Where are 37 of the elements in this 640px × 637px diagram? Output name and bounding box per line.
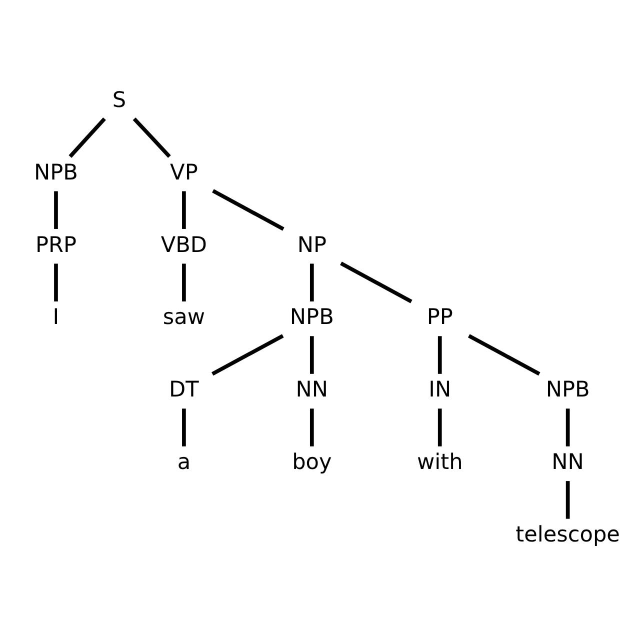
connector (132, 117, 171, 158)
connector (54, 264, 58, 302)
node-text: PRP (35, 232, 77, 258)
node-text: saw (162, 305, 206, 330)
node-text: NPB (290, 305, 334, 330)
node-text: S (112, 88, 126, 113)
node-text: NP (297, 232, 326, 258)
node-text: telescope (516, 522, 620, 548)
connector (212, 189, 284, 231)
connector (438, 408, 442, 446)
connector (310, 264, 314, 302)
node-text: NN (552, 450, 584, 476)
node-text: I (52, 305, 60, 330)
connector (310, 336, 314, 374)
connector (212, 334, 284, 376)
connector (566, 408, 570, 446)
node-text: VBD (160, 232, 208, 258)
node-text: PP (426, 305, 453, 330)
connector (182, 408, 186, 446)
connector (566, 481, 570, 519)
connector (182, 264, 186, 302)
node-text: boy (292, 450, 332, 476)
node-text: VP (170, 160, 198, 186)
node-text: NN (296, 378, 328, 403)
connector (182, 191, 186, 229)
node-text: with (416, 450, 463, 476)
node-text: a (177, 450, 191, 476)
connector (340, 262, 412, 304)
connector (468, 334, 540, 376)
node-text: NPB (34, 160, 78, 186)
connector (54, 191, 58, 229)
connector (68, 117, 106, 158)
node-text: NPB (546, 378, 590, 403)
node-text: DT (169, 378, 199, 403)
connector (438, 336, 442, 374)
connector (310, 408, 314, 446)
node-text: IN (428, 378, 452, 403)
